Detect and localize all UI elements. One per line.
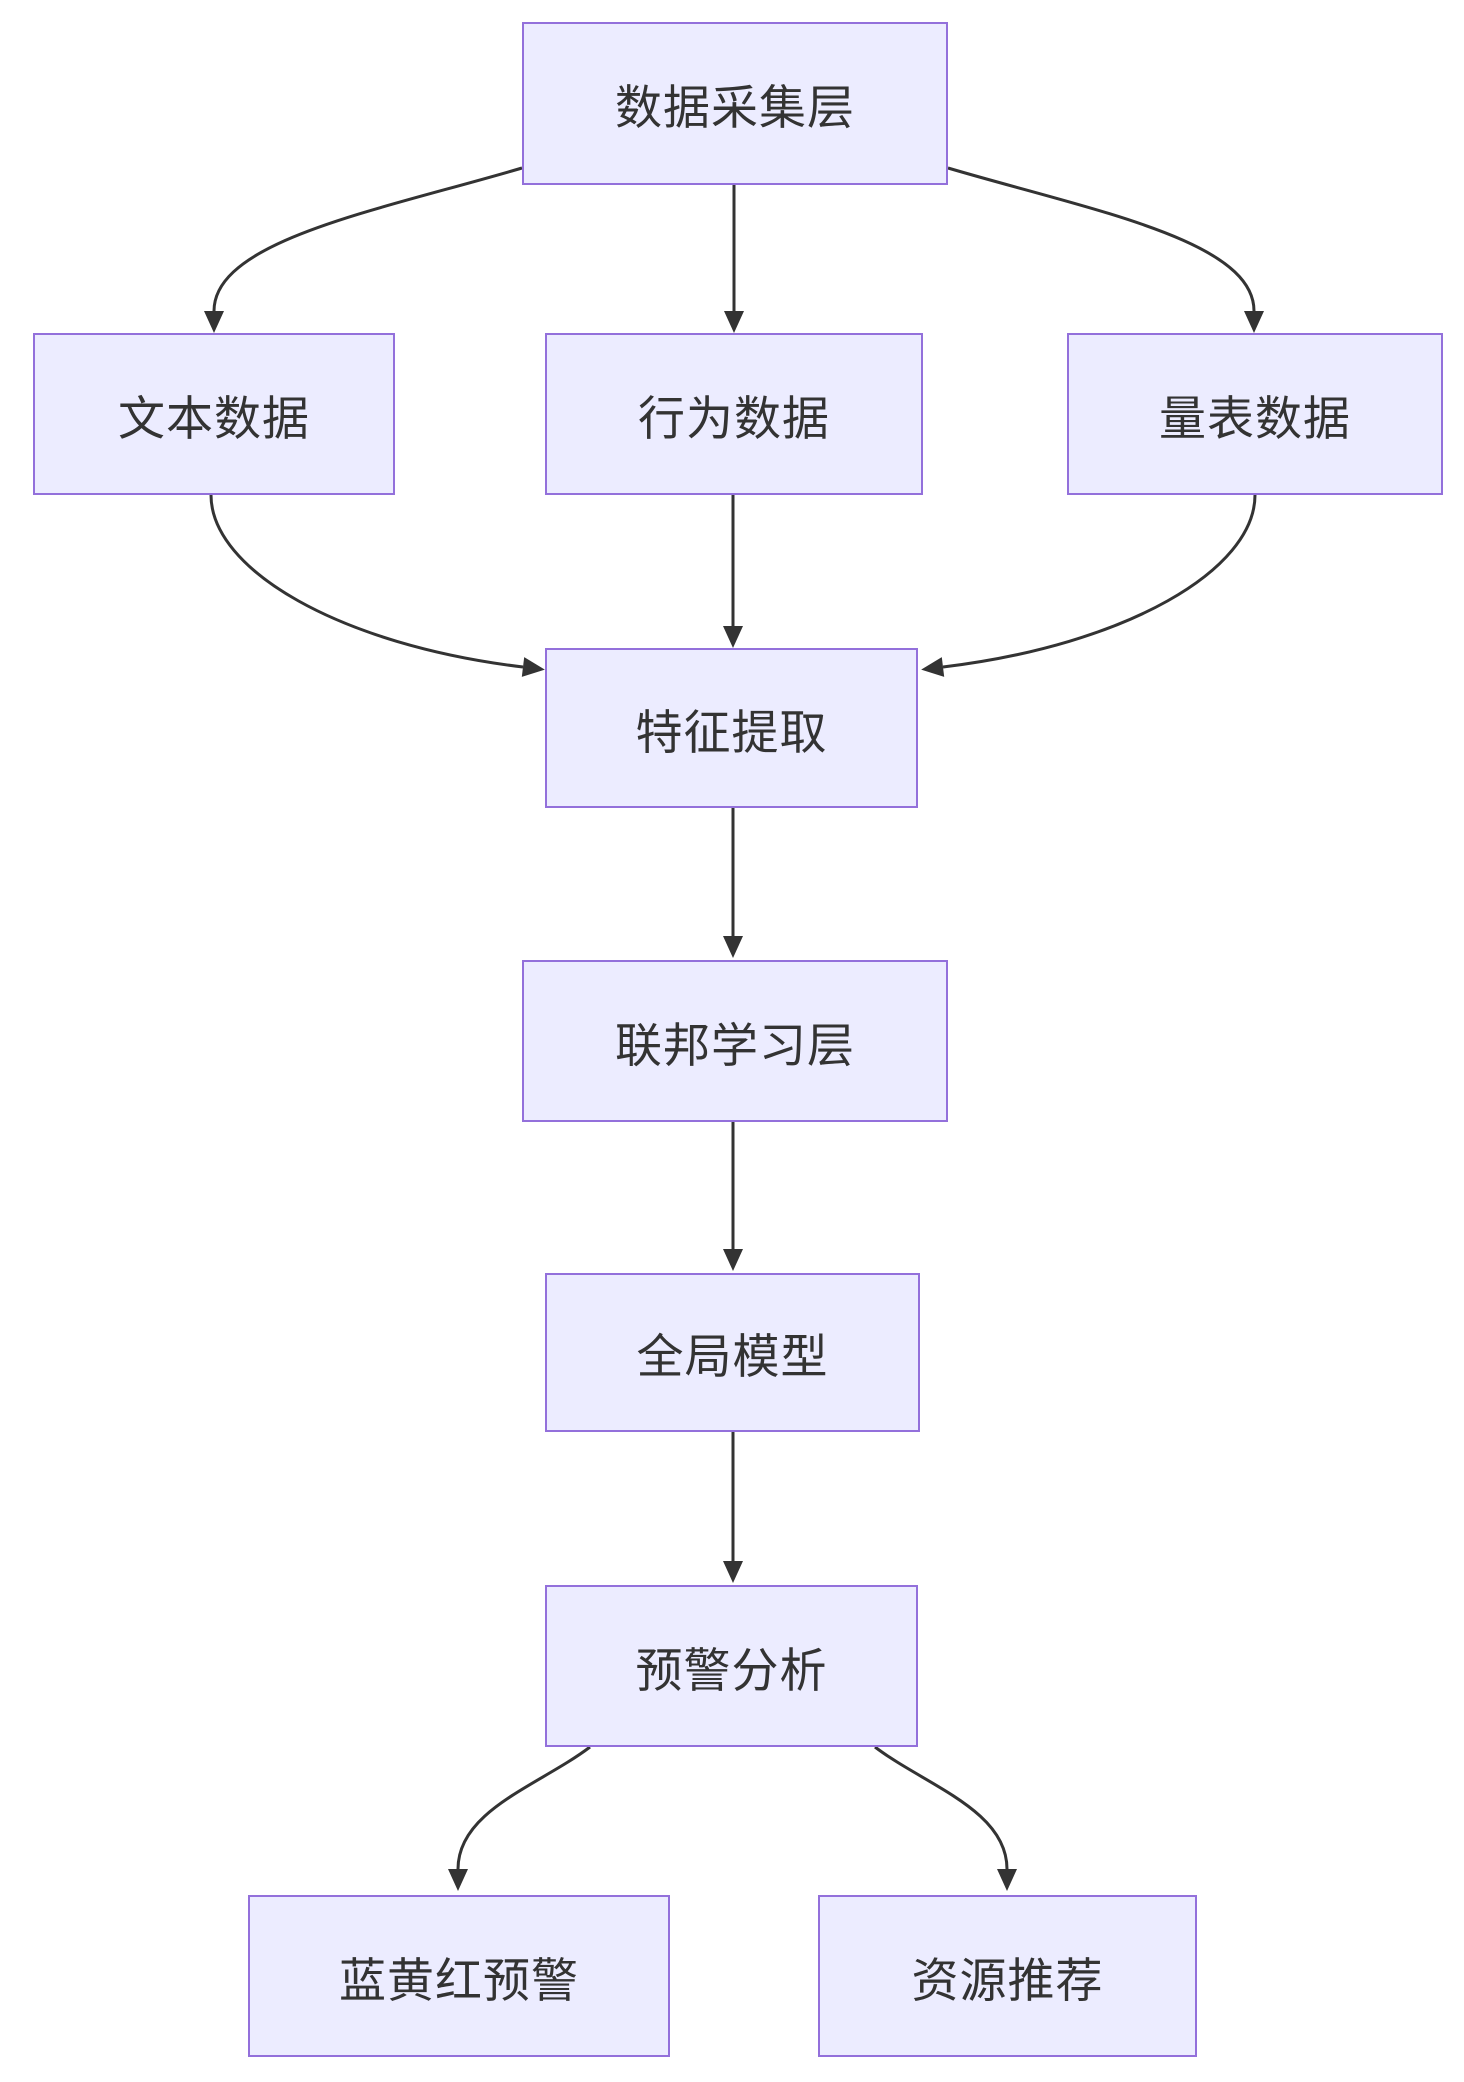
node-blue-yellow-red-warning: 蓝黄红预警 <box>248 1895 670 2057</box>
node-federated-learning-layer: 联邦学习层 <box>522 960 948 1122</box>
edge-collection-to-text <box>204 166 523 333</box>
edge-warning-to-resource <box>874 1745 1017 1891</box>
node-label: 联邦学习层 <box>615 1018 855 1072</box>
node-label: 数据采集层 <box>615 81 855 134</box>
edge-text-to-feature <box>209 494 545 677</box>
node-label: 量表数据 <box>1159 391 1351 445</box>
node-scale-data: 量表数据 <box>1067 333 1443 495</box>
edge-scale-to-feature <box>921 494 1257 677</box>
node-global-model: 全局模型 <box>545 1273 920 1432</box>
node-label: 蓝黄红预警 <box>339 1953 579 2007</box>
node-feature-extraction: 特征提取 <box>545 648 918 808</box>
node-label: 文本数据 <box>118 391 310 445</box>
node-label: 预警分析 <box>635 1643 828 1697</box>
node-label: 全局模型 <box>636 1330 829 1383</box>
node-behavior-data: 行为数据 <box>545 333 923 495</box>
node-label: 资源推荐 <box>911 1953 1104 2007</box>
node-text-data: 文本数据 <box>33 333 395 495</box>
node-label: 行为数据 <box>638 391 830 445</box>
edge-warning-to-bluyellowred <box>448 1745 591 1891</box>
node-resource-recommendation: 资源推荐 <box>818 1895 1197 2057</box>
node-label: 特征提取 <box>635 705 828 759</box>
edge-collection-to-scale <box>947 166 1264 333</box>
node-warning-analysis: 预警分析 <box>545 1585 918 1747</box>
node-data-collection-layer: 数据采集层 <box>522 22 948 185</box>
